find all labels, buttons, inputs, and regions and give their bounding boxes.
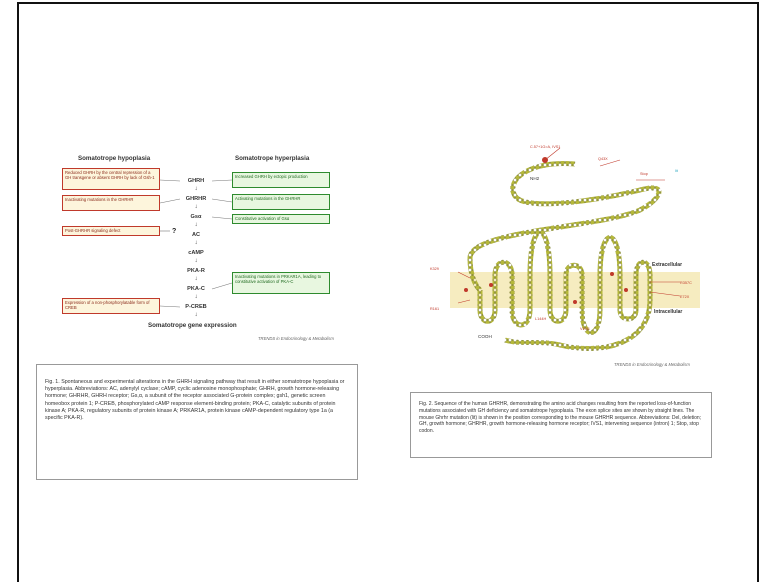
svg-text:L144H: L144H xyxy=(535,317,546,321)
svg-text:K329: K329 xyxy=(430,267,439,271)
extracellular-label: Extracellular xyxy=(652,262,682,268)
svg-text:C.57+1G>A, IVS1: C.57+1G>A, IVS1 xyxy=(530,145,560,149)
svg-text:E72X: E72X xyxy=(680,295,690,299)
nh2-label: NH2 xyxy=(530,176,539,181)
intracellular-label: Intracellular xyxy=(654,309,682,315)
svg-text:Stop: Stop xyxy=(640,172,648,176)
svg-text:R357C: R357C xyxy=(680,281,692,285)
ghrhr-receptor-diagram: C.57+1G>A, IVS1 Q43X Stop R357C E72X K32… xyxy=(0,0,761,569)
svg-text:lit: lit xyxy=(675,168,679,173)
svg-text:R161: R161 xyxy=(430,307,439,311)
svg-text:Q43X: Q43X xyxy=(598,157,608,161)
svg-text:V10G: V10G xyxy=(580,327,590,331)
cooh-label: COOH xyxy=(478,334,492,339)
figure-2-credit: TRENDS in Endocrinology & Metabolism xyxy=(614,362,690,367)
figure-2-caption: Fig. 2. Sequence of the human GHRHR, dem… xyxy=(410,392,712,458)
